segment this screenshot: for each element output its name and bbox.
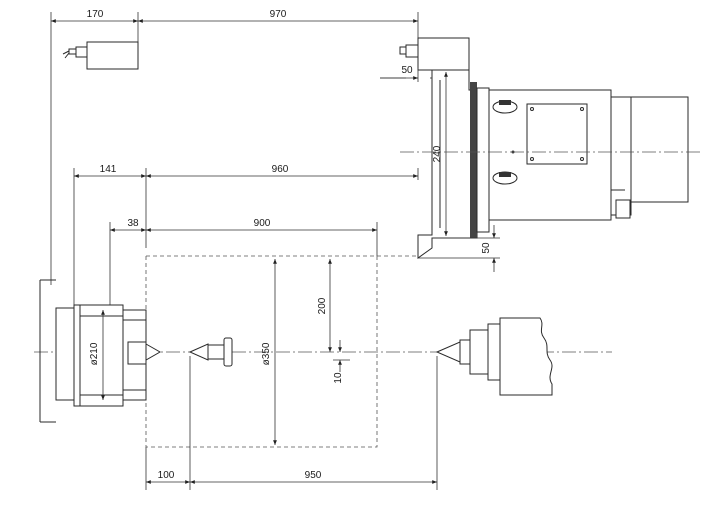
bottom-dimensions: 100 950 <box>145 356 438 490</box>
top-dimensions: 170 970 <box>50 9 419 285</box>
dim-350-label: ø350 <box>261 342 272 365</box>
dim-141-label: 141 <box>100 164 117 175</box>
work-envelope: ø350 200 10 <box>145 255 418 448</box>
dim-210-label: ø210 <box>89 342 100 365</box>
dim-10-label: 10 <box>333 372 344 384</box>
dim-50-top-label: 50 <box>401 65 413 76</box>
dim-100-label: 100 <box>158 470 175 481</box>
dim-900-label: 900 <box>254 218 271 229</box>
left-top-tool-holder <box>62 41 139 70</box>
dim-50-side-label: 50 <box>481 242 492 254</box>
dim-240-label: 240 <box>432 145 443 162</box>
headstock: ø210 <box>39 279 162 423</box>
dim-200-label: 200 <box>317 297 328 314</box>
dim-950-label: 950 <box>305 470 322 481</box>
dim-38-label: 38 <box>127 218 139 229</box>
right-top-unit: 50 240 50 <box>380 37 689 272</box>
dims-38-900: 38 900 <box>109 218 378 310</box>
dim-960-label: 960 <box>272 164 289 175</box>
dim-170-label: 170 <box>87 9 104 20</box>
center-tool <box>188 337 233 367</box>
middle-dimensions: 141 960 <box>73 164 419 305</box>
tailstock <box>435 317 553 396</box>
dim-970-label: 970 <box>270 9 287 20</box>
